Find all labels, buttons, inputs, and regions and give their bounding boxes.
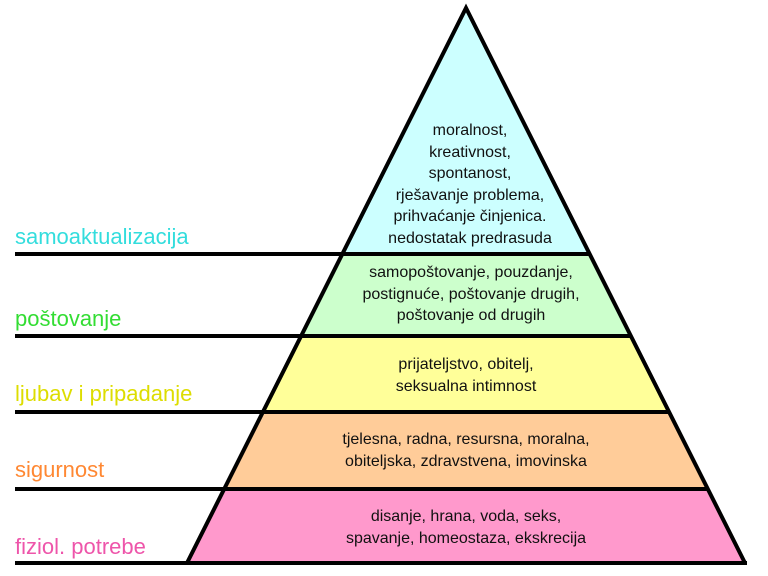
level-sigurnost-shape: [224, 412, 708, 489]
level-samoaktualizacija-shape: [342, 8, 590, 254]
level-fiziol-shape: [187, 489, 745, 563]
label-samoaktualizacija: samoaktualizacija: [15, 224, 189, 249]
description-line: seksualna intimnost: [395, 377, 537, 395]
description-line: poštovanje od drugih: [396, 307, 546, 324]
description-line: spavanje, homeostaza, ekskrecija: [345, 529, 587, 547]
label-sigurnost: sigurnost: [15, 457, 105, 482]
level-postovanje-shape: [301, 254, 631, 336]
description-line: disanje, hrana, voda, seks,: [370, 508, 562, 525]
description-line: moralnost,: [432, 122, 508, 139]
label-ljubav-i-pripadanje: ljubav i pripadanje: [15, 381, 193, 406]
label-postovanje: poštovanje: [15, 306, 122, 331]
pyramid-outline: [185, 3, 747, 564]
description-line: obiteljska, zdravstvena, imovinska: [345, 452, 587, 470]
description-line: nedostatak predrasuda: [388, 229, 552, 247]
description-line: kreativnost,: [429, 143, 511, 161]
postovanje-description: samopoštovanje, pouzdanje, postignuće, p…: [362, 262, 579, 327]
ljubav-description: prijateljstvo, obitelj, seksualna intimn…: [396, 354, 537, 397]
label-fiziol-potrebe: fiziol. potrebe: [15, 534, 146, 559]
sigurnost-description: tjelesna, radna, resursna, moralna, obit…: [342, 429, 589, 472]
level-ljubav-shape: [263, 336, 669, 412]
description-line: tjelesna, radna, resursna, moralna,: [342, 431, 590, 448]
fiziol-description: disanje, hrana, voda, seks, spavanje, ho…: [346, 506, 586, 549]
description-line: prihvaćanje činjenica.: [393, 208, 547, 225]
samoaktualizacija-description: moralnost, kreativnost, spontanost, rješ…: [388, 120, 552, 249]
description-line: rješavanje problema,: [395, 186, 545, 204]
description-line: prijateljstvo, obitelj,: [398, 356, 534, 373]
description-line: postignuće, poštovanje drugih,: [362, 285, 580, 303]
description-line: samopoštovanje, pouzdanje,: [369, 264, 573, 281]
description-line: spontanost,: [428, 165, 512, 182]
